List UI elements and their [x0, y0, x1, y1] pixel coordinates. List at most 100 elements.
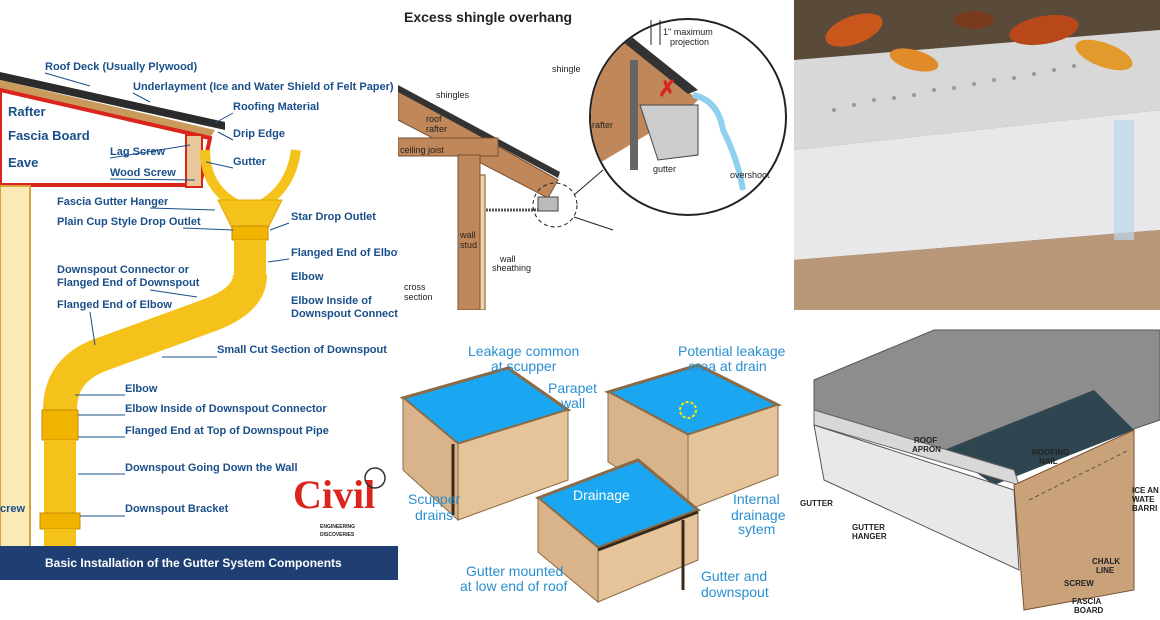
- small-gutter: [537, 196, 559, 212]
- label-rafter: rafter: [426, 124, 447, 134]
- wall-sheathing: [479, 174, 486, 310]
- autumn-leaves: [825, 11, 1133, 72]
- label-parapet-2: wall: [560, 395, 585, 411]
- flat-roof-diagram: Leakage common at scupper Parapet wall P…: [399, 343, 786, 604]
- label-rafter-zoom: rafter: [592, 120, 613, 130]
- label-underlayment: Underlayment (Ice and Water Shield of Fe…: [133, 81, 394, 93]
- label-ice-water-1: ICE AN: [1132, 486, 1159, 495]
- label-potential-leak-2: area at drain: [688, 358, 767, 374]
- label-small-cut: Small Cut Section of Downspout: [217, 344, 387, 356]
- label-stud: stud: [460, 240, 477, 250]
- label-roof-apron-1: ROOF: [914, 436, 937, 445]
- label-gutter-downspout-1: Gutter and: [701, 568, 767, 584]
- roofing-material-strip: [0, 72, 225, 130]
- gutter-shape: [813, 424, 1020, 571]
- label-downspout-connector-1: Downspout Connector or: [57, 264, 190, 276]
- label-fascia-board-1: FASCIA: [1072, 597, 1102, 606]
- label-ice-water-3: BARRI: [1132, 504, 1157, 513]
- label-shingle-zoom: shingle: [552, 64, 581, 74]
- caption-bar: [0, 546, 398, 580]
- label-lag-screw: Lag Screw: [110, 146, 165, 158]
- fascia-board: [185, 134, 203, 188]
- downspout-pipe-bottom: [44, 529, 76, 549]
- label-chalk-line-1: CHALK: [1092, 557, 1120, 566]
- drop-outlet-flange: [231, 225, 269, 241]
- caption-text: Basic Installation of the Gutter System …: [45, 556, 342, 570]
- label-max-projection-1: 1" maximum: [663, 27, 713, 37]
- building-scupper: [399, 366, 572, 522]
- label-downspout-wall: Downspout Going Down the Wall: [125, 462, 298, 474]
- label-section: section: [404, 292, 433, 302]
- zoom-content: [591, 26, 746, 191]
- gutter-guard-illustration: [794, 0, 1160, 310]
- label-screw: SCREW: [1064, 579, 1094, 588]
- zoom-shingle: [608, 26, 698, 94]
- label-downspout-bracket: Downspout Bracket: [125, 503, 229, 515]
- label-rafter: Rafter: [8, 104, 46, 119]
- gutter-cutaway-diagram: ROOF APRON ROOFING NAIL ICE AN WATE BARR…: [800, 329, 1160, 615]
- logo-sub2: DISCOVERIES: [320, 532, 355, 538]
- building-internal-drain: [604, 363, 782, 511]
- label-star-drop: Star Drop Outlet: [291, 211, 376, 223]
- fascia-board-shape: [1013, 429, 1135, 611]
- gutter-cutaway-panel: ROOF APRON ROOFING NAIL ICE AN WATE BARR…: [794, 310, 1160, 620]
- label-roofing-material: Roofing Material: [233, 101, 319, 113]
- label-gutter-mounted-1: Gutter mounted: [466, 563, 563, 579]
- label-scupper-drains-2: drains: [415, 507, 453, 523]
- gutter-body: [794, 110, 1160, 260]
- shingle-title: Excess shingle overhang: [404, 9, 572, 25]
- downspout-pipe: [44, 440, 76, 520]
- shingle-overhang-panel: Excess shingle overhang ✗ shingles roof …: [398, 0, 794, 310]
- zoom-line-1: [573, 169, 604, 196]
- label-overshoot: overshoot: [730, 170, 770, 180]
- shingle-overhang-diagram: Excess shingle overhang ✗ shingles roof …: [398, 9, 787, 310]
- roof-deck: [0, 80, 215, 138]
- label-internal-2: drainage: [731, 507, 786, 523]
- label-elbow-inside-full: Elbow Inside of Downspout Connector: [125, 403, 327, 415]
- label-flanged-top: Flanged End at Top of Downspout Pipe: [125, 425, 329, 437]
- label-eave: Eave: [8, 155, 38, 170]
- chalk-line-shape: [1028, 449, 1130, 501]
- label-cross: cross: [404, 282, 426, 292]
- flat-roof-panel: Leakage common at scupper Parapet wall P…: [398, 310, 794, 620]
- building-gutter: [535, 458, 701, 604]
- label-elbow-inside-1: Elbow Inside of: [291, 295, 372, 307]
- label-scupper-drains-1: Scupper: [408, 491, 460, 507]
- label-elbow-inside-2: Downspout Connector: [291, 308, 398, 320]
- civil-engineering-logo: Civil ENGINEERING DISCOVERIES: [293, 467, 386, 538]
- label-wall-sheathing-1: wall: [499, 254, 516, 264]
- label-fascia-board-2: BOARD: [1074, 606, 1104, 615]
- ceiling-joist-beam: [398, 137, 499, 157]
- label-potential-leak-1: Potential leakage: [678, 343, 786, 359]
- label-gutter: Gutter: [233, 156, 267, 168]
- zoom-fascia: [630, 60, 638, 170]
- label-leakage-scupper-1: Leakage common: [468, 343, 579, 359]
- label-crew: crew: [0, 503, 26, 515]
- water-overshoot: [692, 92, 746, 191]
- downspout-upper: [234, 240, 266, 275]
- downspout-bracket-shape: [39, 512, 81, 530]
- downspout-elbow-run: [43, 273, 267, 411]
- label-elbow-2: Elbow: [125, 383, 158, 395]
- x-mark-icon: ✗: [658, 76, 676, 101]
- ice-water-barrier: [944, 390, 1134, 485]
- label-roofing-nail-2: NAIL: [1039, 457, 1058, 466]
- label-gutter-hanger-1: GUTTER: [852, 523, 885, 532]
- label-gutter: GUTTER: [800, 499, 833, 508]
- label-gutter-zoom: gutter: [653, 164, 676, 174]
- label-drip-edge: Drip Edge: [233, 128, 285, 140]
- label-gutter-mounted-2: at low end of roof: [460, 578, 568, 594]
- label-plain-cup: Plain Cup Style Drop Outlet: [57, 216, 201, 228]
- mesh-holes: [832, 56, 1116, 112]
- label-elbow-1: Elbow: [291, 271, 324, 283]
- siding-bg: [794, 230, 1160, 310]
- label-internal-3: sytem: [738, 521, 775, 537]
- label-fascia-board: Fascia Board: [8, 128, 90, 143]
- star-drop-outlet: [217, 199, 283, 229]
- label-shingles: shingles: [436, 90, 470, 100]
- shingles-strip: [398, 85, 560, 178]
- gutter-components-diagram: Roof Deck (Usually Plywood) Underlayment…: [0, 61, 398, 580]
- label-drainage: Drainage: [573, 487, 630, 503]
- label-roof-deck: Roof Deck (Usually Plywood): [45, 61, 198, 73]
- label-fascia-gutter-hanger: Fascia Gutter Hanger: [57, 196, 169, 208]
